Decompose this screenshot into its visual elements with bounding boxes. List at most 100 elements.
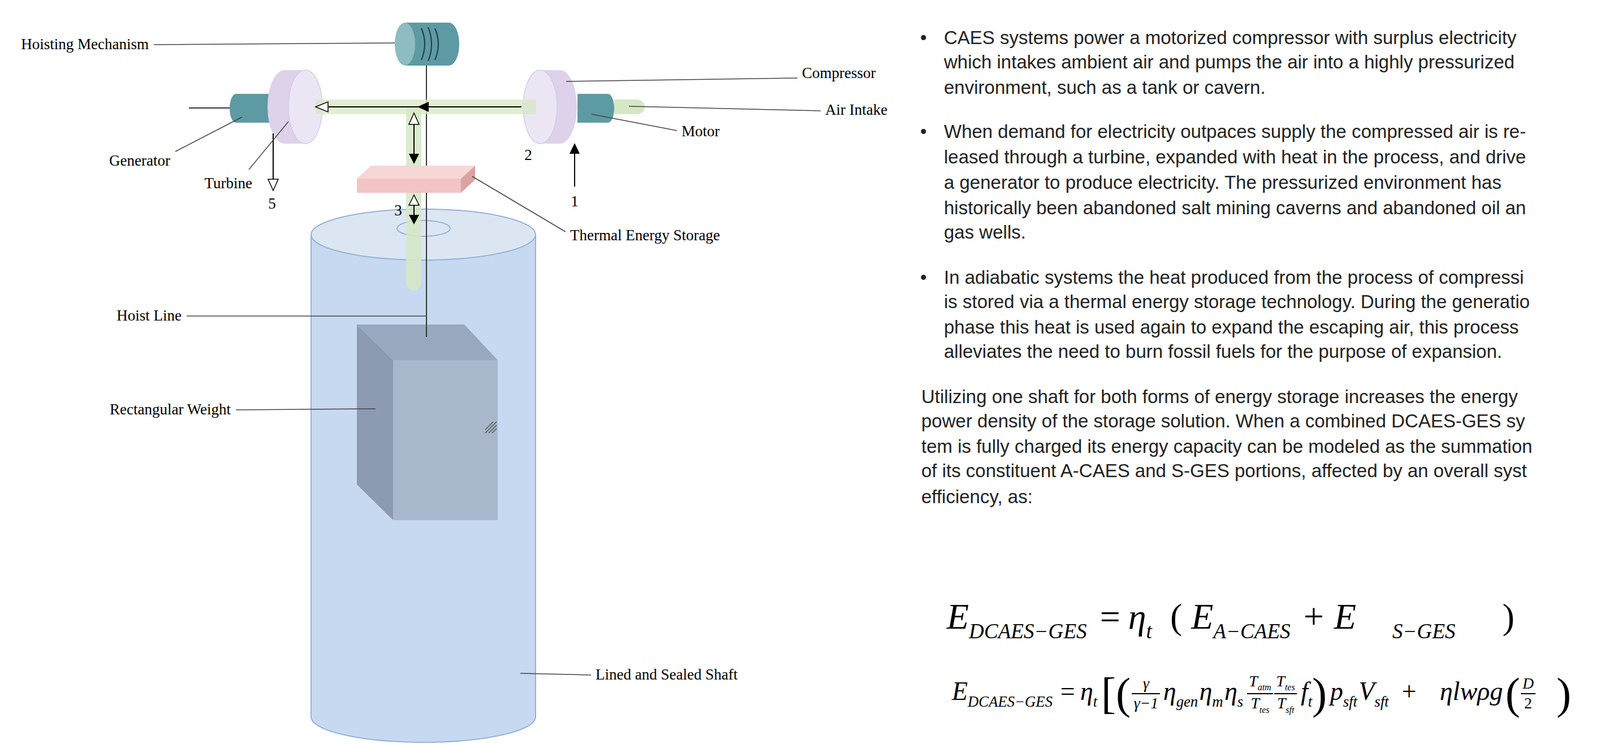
body-text: CAES systems power a motorized compresso… (943, 27, 1517, 49)
body-text: In adiabatic systems the heat produced f… (943, 266, 1524, 289)
callout-number: 1 (570, 192, 579, 211)
math-symbol: = (1060, 676, 1076, 706)
body-text: is stored via a thermal energy storage t… (943, 291, 1530, 313)
generator (229, 93, 272, 123)
math-subscript: A−CAES (1213, 619, 1291, 644)
math-subscript: tes (1284, 682, 1296, 693)
leader-line (235, 408, 376, 411)
tes-top (356, 165, 476, 179)
math-symbol: + (1303, 596, 1325, 637)
part-label: Compressor (801, 64, 877, 83)
math-symbol: η (1163, 676, 1177, 706)
math-subscript: S−GES (1392, 619, 1456, 644)
hoist-drum-face (394, 22, 416, 66)
arrow-head-hollow (408, 195, 420, 206)
part-label: Generator (109, 152, 171, 170)
math-subscript: DCAES−GES (967, 693, 1053, 711)
leader-line (566, 78, 798, 82)
math-symbol: T (1276, 672, 1285, 690)
math-symbol: E (1191, 596, 1214, 637)
math-symbol: ) (1502, 596, 1515, 637)
air-pipe-horizontal (315, 99, 537, 115)
leader-line (591, 114, 677, 131)
denominator: 2 (1520, 694, 1537, 713)
body-text: power density of the storage solution. W… (921, 410, 1526, 433)
flow-arrow (413, 123, 415, 157)
part-label: Hoist Line (116, 307, 182, 325)
arrow-head (408, 214, 420, 225)
denominator: Tsft (1274, 694, 1297, 715)
math-symbol: η (1128, 596, 1147, 637)
fraction: TatmTtes (1247, 673, 1274, 715)
part-label: Hoisting Mechanism (20, 35, 149, 54)
arrow-head-hollow (268, 179, 279, 191)
math-symbol: η (1199, 676, 1213, 706)
weight-hatch (485, 421, 497, 434)
leader-line (175, 117, 243, 152)
callout-number: 2 (524, 146, 533, 165)
body-text: Utilizing one shaft for both forms of en… (921, 386, 1518, 408)
leader-line (153, 42, 395, 45)
math-symbol: η (1080, 676, 1094, 706)
body-text: which intakes ambient air and pumps the … (943, 51, 1515, 73)
body-text: historically been abandoned salt mining … (943, 197, 1526, 219)
numerator: Ttes (1274, 673, 1297, 695)
math-symbol: η (1224, 676, 1238, 706)
part-label: Air Intake (825, 101, 888, 119)
body-text: environment, such as a tank or cavern. (943, 76, 1266, 99)
equation: EDCAES−GES=ηt(EA−CAES+ES−GES) (946, 595, 1515, 645)
body-text: of its constituent A-CAES and S-GES port… (921, 460, 1528, 482)
arrow-head-hollow (315, 101, 329, 112)
numerator: D (1520, 675, 1537, 695)
callout-number: 5 (268, 195, 276, 213)
hoist-winding (421, 27, 439, 62)
callout-number: 3 (394, 201, 403, 220)
math-subscript: gen (1176, 693, 1199, 711)
math-symbol: T (1250, 694, 1259, 713)
motor (577, 93, 615, 123)
math-subscript: t (1093, 693, 1098, 711)
equation: EDCAES−GES=ηt[(γγ−1ηgenηmηsTatmTtesTtesT… (951, 671, 1572, 717)
body-text: gas wells. (943, 221, 1026, 244)
math-bracket: ( (1505, 669, 1521, 719)
math-bracket: ( (1115, 669, 1131, 719)
math-symbol: T (1248, 672, 1258, 690)
generator-output (188, 107, 231, 109)
math-subscript: DCAES−GES (968, 619, 1088, 644)
bullet: • (920, 27, 927, 49)
arrow-head-hollow (408, 113, 420, 125)
shaft-opening (397, 220, 451, 237)
body-text: alleviates the need to burn fossil fuels… (943, 341, 1503, 363)
arrow-head (408, 153, 420, 165)
math-subscript: m (1212, 693, 1223, 711)
fraction: TtesTsft (1274, 673, 1297, 715)
part-label: Thermal Energy Storage (570, 226, 720, 245)
math-subscript: sft (1285, 705, 1295, 715)
leader-line (248, 121, 289, 170)
leader-line (472, 176, 566, 232)
part-label: Motor (681, 122, 720, 141)
flow-arrow (574, 152, 576, 187)
arrow-head (569, 143, 580, 154)
math-bracket: [ (1101, 669, 1116, 719)
flow-arrow (413, 204, 415, 217)
math-symbol: 2 (1524, 694, 1533, 713)
numerator: Tatm (1247, 673, 1274, 695)
body-text: leased through a turbine, expanded with … (943, 146, 1526, 168)
part-label: Lined and Sealed Shaft (595, 666, 738, 684)
weight-front-face (393, 360, 498, 521)
arrow-head (417, 101, 429, 112)
math-symbol: γ (1143, 674, 1150, 693)
body-text: When demand for electricity outpaces sup… (943, 121, 1526, 143)
bullet: • (920, 266, 927, 289)
math-subscript: atm (1257, 682, 1272, 693)
denominator: Ttes (1247, 694, 1274, 715)
bullet: • (920, 121, 927, 143)
math-subscript: s (1237, 693, 1244, 711)
math-subscript: t (1146, 619, 1153, 644)
math-subscript: sft (1343, 693, 1358, 711)
math-symbol: E (1334, 596, 1357, 637)
math-symbol: T (1277, 694, 1286, 713)
